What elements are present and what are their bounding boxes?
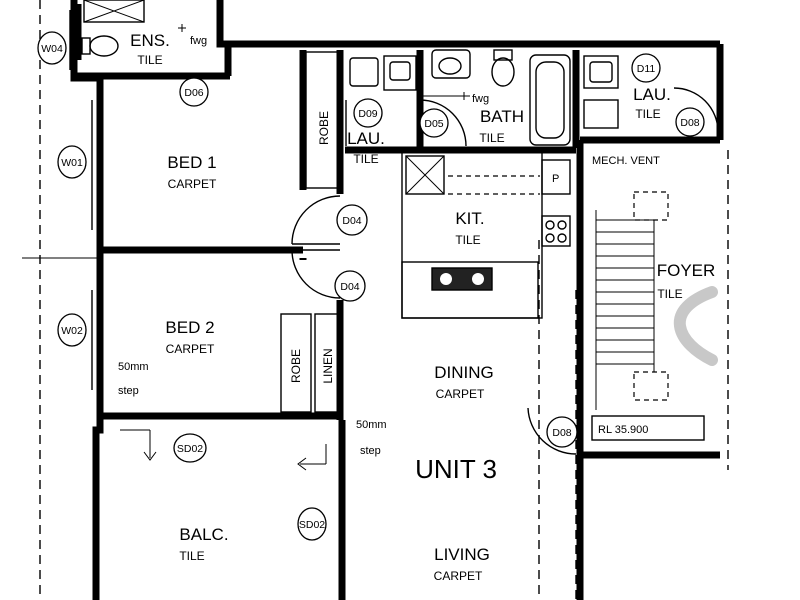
note-pantry: P xyxy=(552,173,559,185)
room-linen-name: LINEN xyxy=(321,348,335,383)
room-lau1-finish: TILE xyxy=(353,152,378,166)
note-rl-level: RL 35.900 xyxy=(598,424,648,436)
robe-units xyxy=(280,51,341,413)
note-mech-vent: MECH. VENT xyxy=(592,155,660,167)
tag-d11: D11 xyxy=(637,63,656,75)
tag-d04-lower: D04 xyxy=(340,281,359,293)
tag-sd02-side: SD02 xyxy=(299,519,325,531)
note-fwg-ensuite: fwg xyxy=(190,35,207,47)
note-step-right-size: 50mm xyxy=(356,419,387,431)
watermark-mark xyxy=(673,286,718,366)
room-ens-finish: TILE xyxy=(137,53,162,67)
room-bed1-finish: CARPET xyxy=(168,177,217,191)
tag-d04-upper: D04 xyxy=(342,215,361,227)
room-bed1-name: BED 1 xyxy=(167,153,216,172)
room-lau2-finish: TILE xyxy=(635,107,660,121)
room-ens-name: ENS. xyxy=(130,31,170,50)
room-foyer-name: FOYER xyxy=(657,261,716,280)
room-living-name: LIVING xyxy=(434,545,490,564)
room-kit-finish: TILE xyxy=(455,233,480,247)
room-bed2-name: BED 2 xyxy=(165,318,214,337)
room-lau2-name: LAU. xyxy=(633,85,671,104)
tag-w04: W04 xyxy=(41,43,63,55)
unit-title: UNIT 3 xyxy=(415,454,497,484)
note-step-left-label: step xyxy=(118,385,139,397)
door-swings xyxy=(291,87,719,455)
floor-waste-marks xyxy=(178,24,468,100)
note-step-left-size: 50mm xyxy=(118,361,149,373)
stairs xyxy=(591,191,705,441)
tag-sd02-top: SD02 xyxy=(177,443,203,455)
tag-d05: D05 xyxy=(424,118,443,130)
tag-w01: W01 xyxy=(61,157,83,169)
note-step-right-label: step xyxy=(360,445,381,457)
room-balc-name: BALC. xyxy=(179,525,228,544)
windows xyxy=(69,10,93,390)
room-kit-name: KIT. xyxy=(455,209,484,228)
room-labels: ENS. TILE BED 1 CARPET ROBE BED 2 CARPET… xyxy=(130,31,715,583)
wet-area-fixtures xyxy=(349,49,619,146)
tag-w02: W02 xyxy=(61,325,83,337)
tag-d06: D06 xyxy=(184,87,203,99)
room-robe1-name: ROBE xyxy=(317,111,331,145)
step-arrows xyxy=(120,429,327,471)
ensuite-fixtures xyxy=(81,0,145,57)
room-dining-finish: CARPET xyxy=(436,387,485,401)
kitchen-fixtures xyxy=(401,151,571,319)
room-living-finish: CARPET xyxy=(434,569,483,583)
tag-d08-top: D08 xyxy=(680,117,699,129)
tag-d09: D09 xyxy=(358,108,377,120)
room-lau1-name: LAU. xyxy=(347,129,385,148)
room-robe2-name: ROBE xyxy=(289,349,303,383)
room-dining-name: DINING xyxy=(434,363,494,382)
tag-d08-lower: D08 xyxy=(552,427,571,439)
room-balc-finish: TILE xyxy=(179,549,204,563)
room-foyer-finish: TILE xyxy=(657,287,682,301)
tags: W04 W01 W02 D06 D09 D05 D11 D08 D04 D04 … xyxy=(37,31,705,541)
room-bath-name: BATH xyxy=(480,107,524,126)
walls xyxy=(70,0,724,600)
room-bath-finish: TILE xyxy=(479,131,504,145)
room-bed2-finish: CARPET xyxy=(166,342,215,356)
setback-lines xyxy=(22,0,729,600)
notes: fwg fwg MECH. VENT P RL 35.900 50mm step… xyxy=(118,35,660,457)
note-fwg-bath: fwg xyxy=(472,93,489,105)
